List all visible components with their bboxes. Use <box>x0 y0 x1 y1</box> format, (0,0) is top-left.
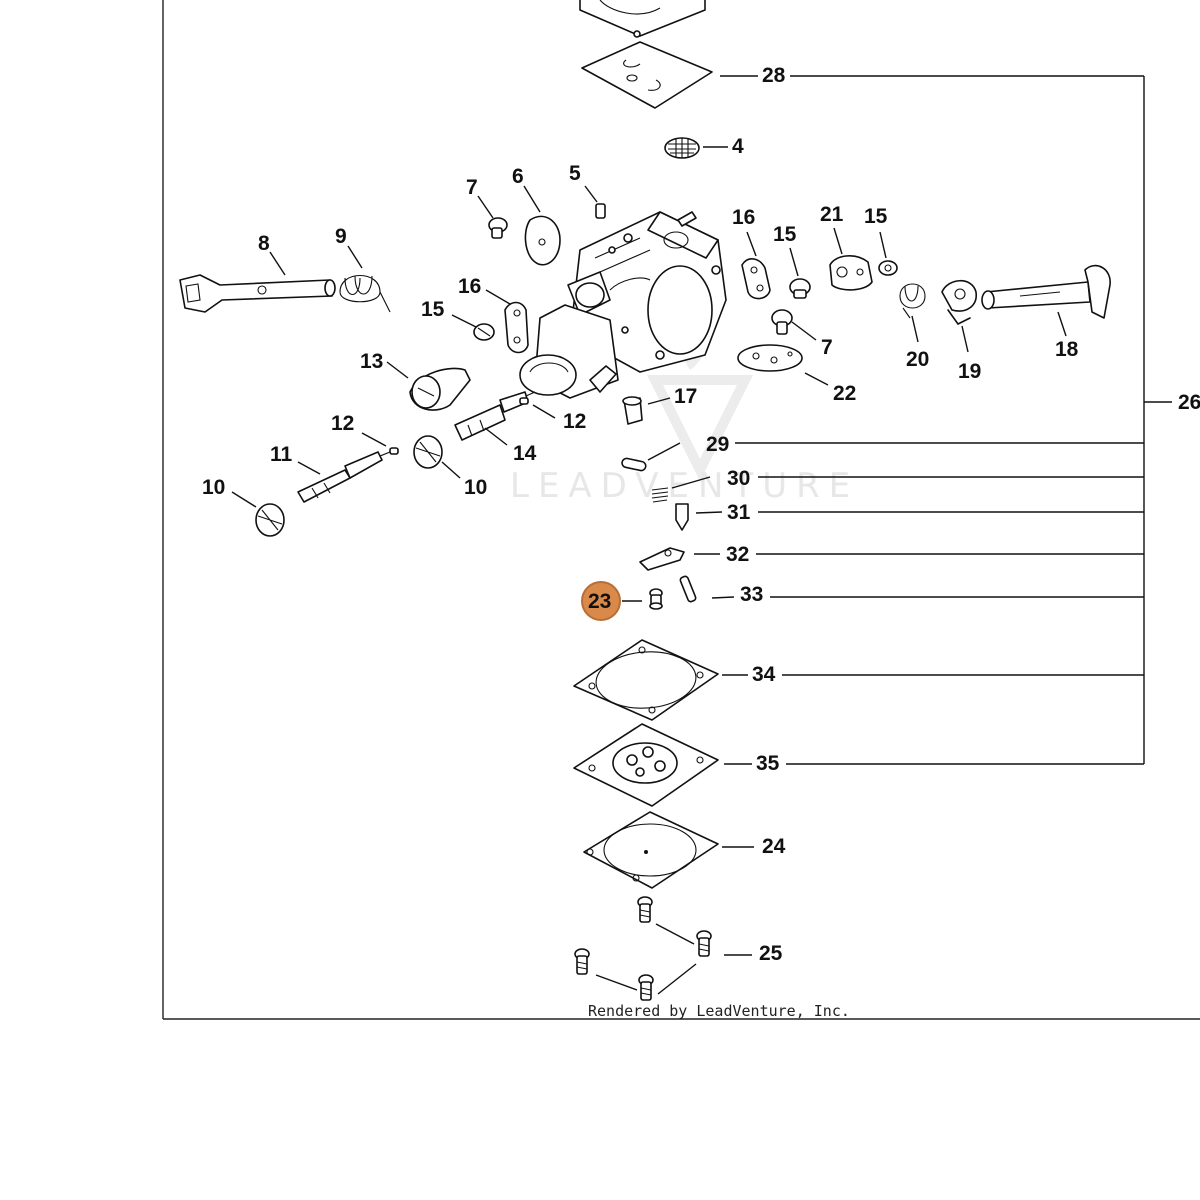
callout-19[interactable]: 19 <box>958 360 981 383</box>
part-20-spring <box>899 283 926 319</box>
part-34-gasket <box>573 639 719 721</box>
part-30-spring <box>651 487 669 503</box>
part-16-lever-right <box>741 258 771 300</box>
callout-29[interactable]: 29 <box>706 433 729 456</box>
callout-12-left[interactable]: 12 <box>331 412 354 435</box>
part-7-screw-upper <box>488 217 508 239</box>
part-25-screws <box>574 896 712 1001</box>
callout-7-upper[interactable]: 7 <box>466 176 478 199</box>
part-top-gasket <box>579 0 706 38</box>
callout-35[interactable]: 35 <box>756 752 780 775</box>
part-24-cover <box>583 811 719 889</box>
callout-9[interactable]: 9 <box>335 225 347 248</box>
callout-28[interactable]: 28 <box>762 64 786 87</box>
part-18-choke-shaft <box>981 264 1111 319</box>
callout-10-left[interactable]: 10 <box>202 476 225 499</box>
callout-26[interactable]: 26 <box>1178 391 1200 414</box>
callout-30[interactable]: 30 <box>727 467 750 490</box>
callout-11[interactable]: 11 <box>270 443 293 466</box>
callout-15-middle[interactable]: 15 <box>773 223 797 246</box>
callout-7-lower[interactable]: 7 <box>821 336 833 359</box>
callout-23[interactable]: 23 <box>588 590 611 613</box>
highlight-circle <box>581 581 621 621</box>
callout-23-highlighted[interactable]: 23 <box>581 581 621 621</box>
part-19-lever <box>941 279 977 325</box>
part-15-screw-middle <box>789 278 811 299</box>
callout-6[interactable]: 6 <box>512 165 524 188</box>
part-21-lever <box>829 255 873 291</box>
kit-bracket <box>735 75 1172 765</box>
part-29-needle-valve <box>621 457 647 472</box>
callout-25[interactable]: 25 <box>759 942 783 965</box>
part-10-cap-right <box>413 435 443 469</box>
part-12-pin-right <box>519 397 529 405</box>
callout-10-right[interactable]: 10 <box>464 476 487 499</box>
callout-33[interactable]: 33 <box>740 583 763 606</box>
watermark-text: LEADVENTURE <box>510 466 859 506</box>
callout-34[interactable]: 34 <box>752 663 776 686</box>
part-11-needle <box>297 451 391 503</box>
callout-14[interactable]: 14 <box>513 442 537 465</box>
callout-15-left[interactable]: 15 <box>421 298 445 321</box>
part-28-gasket <box>581 41 713 109</box>
callout-32[interactable]: 32 <box>726 543 749 566</box>
callout-22[interactable]: 22 <box>833 382 856 405</box>
callout-20[interactable]: 20 <box>906 348 929 371</box>
part-6-throttle-plate <box>524 215 561 266</box>
part-13-plug <box>409 367 471 411</box>
part-16-lever-left <box>504 301 529 354</box>
part-31-inlet-needle <box>675 503 689 531</box>
callout-18[interactable]: 18 <box>1055 338 1079 361</box>
callout-16-right[interactable]: 16 <box>732 206 755 229</box>
part-8-throttle-shaft <box>179 274 336 313</box>
footer-credit: Rendered by LeadVenture, Inc. <box>588 1002 850 1020</box>
callout-4[interactable]: 4 <box>732 135 744 158</box>
part-32-metering-lever <box>639 547 685 571</box>
part-12-pin-left <box>389 447 399 455</box>
callout-24[interactable]: 24 <box>762 835 786 858</box>
part-carburetor-body <box>519 211 727 399</box>
callout-8[interactable]: 8 <box>258 232 270 255</box>
callout-16-left[interactable]: 16 <box>458 275 481 298</box>
part-22-gasket <box>737 344 803 372</box>
part-33-pin <box>679 575 697 603</box>
part-4-screen <box>664 137 700 159</box>
callout-21[interactable]: 21 <box>820 203 844 226</box>
part-23-screw <box>649 588 663 610</box>
part-7-screw-lower <box>771 309 793 335</box>
part-9-spring <box>339 274 391 313</box>
callout-5[interactable]: 5 <box>569 162 581 185</box>
callout-13[interactable]: 13 <box>360 350 383 373</box>
part-10-cap-left <box>255 503 285 537</box>
callout-12-right[interactable]: 12 <box>563 410 586 433</box>
part-15-screw-left <box>473 323 495 341</box>
part-17-fitting <box>622 396 643 425</box>
callout-15-right[interactable]: 15 <box>864 205 888 228</box>
diagram-frame <box>162 0 1200 1020</box>
part-35-diaphragm <box>573 723 719 807</box>
part-5-pin <box>595 203 606 219</box>
callout-31[interactable]: 31 <box>727 501 751 524</box>
part-15-screw-right <box>878 260 898 276</box>
callout-17[interactable]: 17 <box>674 385 697 408</box>
